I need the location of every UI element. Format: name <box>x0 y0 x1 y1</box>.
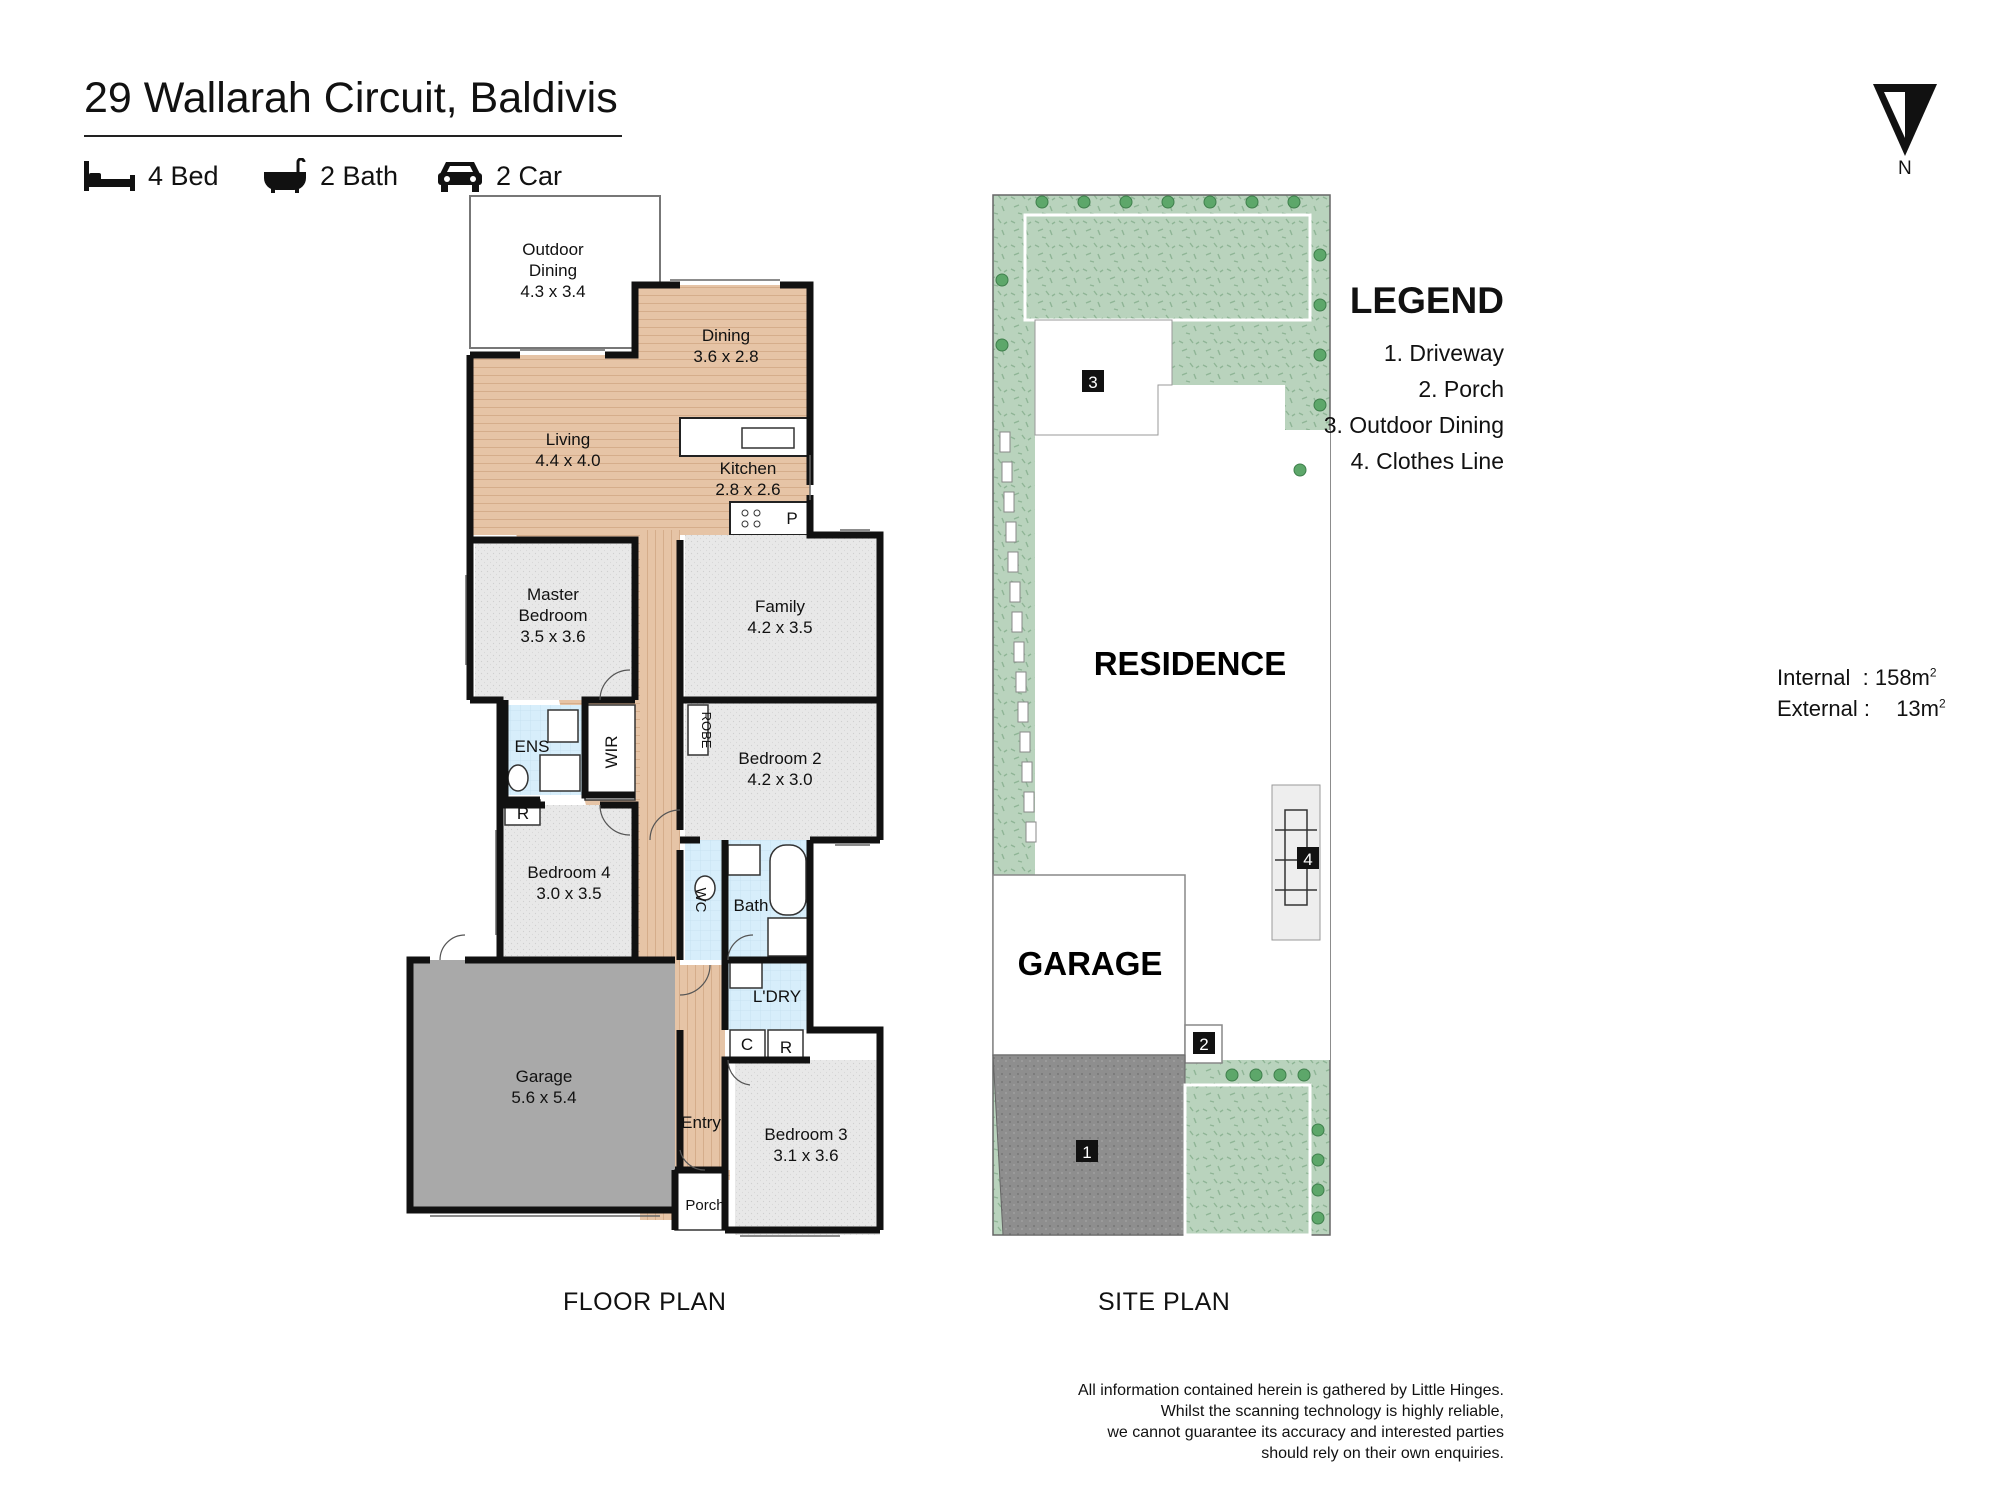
page-title: 29 Wallarah Circuit, Baldivis <box>84 74 618 122</box>
internal-area-value: 158m <box>1874 665 1930 690</box>
label-garage: Garage <box>516 1067 573 1086</box>
bed-icon <box>84 161 135 191</box>
label-outdoor-dining: Outdoor <box>522 240 584 259</box>
internal-area: Internal : 158m2 <box>1777 665 1937 691</box>
disclaimer-line-3: we cannot guarantee its accuracy and int… <box>1107 1424 1504 1441</box>
feature-car-label: 2 Car <box>496 160 563 191</box>
label-robe: ROBE <box>699 712 714 749</box>
label-bedroom3: Bedroom 3 <box>764 1125 847 1144</box>
feature-car: 2 Car <box>436 158 562 194</box>
label-pantry: P <box>786 509 797 528</box>
label-dining: Dining <box>702 326 750 345</box>
marker-4-label: 4 <box>1303 850 1312 869</box>
garage-label: GARAGE <box>1018 945 1163 982</box>
disclaimer-line-4: should rely on their own enquiries. <box>1261 1445 1504 1462</box>
car-icon <box>438 162 482 192</box>
north-label: N <box>1898 158 1912 179</box>
label-robe-r: R <box>517 804 529 823</box>
feature-bath: 2 Bath <box>262 158 398 194</box>
external-area-value: 13m <box>1896 696 1939 721</box>
marker-3-label: 3 <box>1088 373 1097 392</box>
title-divider <box>84 135 622 137</box>
label-bath: Bath <box>734 896 769 915</box>
label-wc: WC <box>692 888 709 913</box>
label-entry: Entry <box>681 1113 721 1132</box>
legend-item-porch: 2. Porch <box>1418 376 1504 402</box>
marker-3 <box>1082 370 1104 392</box>
disclaimer: All information contained herein is gath… <box>984 1380 1504 1464</box>
legend-item-outdoor-dining: 3. Outdoor Dining <box>1323 412 1504 438</box>
feature-bath-label: 2 Bath <box>320 160 399 191</box>
external-area-label: External : <box>1777 696 1870 721</box>
marker-4 <box>1297 847 1319 869</box>
label-dining-size: 3.6 x 2.8 <box>693 347 758 366</box>
legend-item-driveway: 1. Driveway <box>1383 340 1504 366</box>
label-master: Master <box>527 585 579 604</box>
disclaimer-line-2: Whilst the scanning technology is highly… <box>1160 1403 1504 1420</box>
marker-1 <box>1076 1140 1098 1162</box>
label-outdoor-dining-2: Dining <box>529 261 577 280</box>
external-area: External : 13m2 <box>1777 696 1946 722</box>
label-master-2: Bedroom <box>519 606 588 625</box>
label-kitchen: Kitchen <box>720 459 777 478</box>
label-outdoor-dining-size: 4.3 x 3.4 <box>520 282 585 301</box>
label-family: Family <box>755 597 806 616</box>
marker-2-label: 2 <box>1199 1035 1208 1054</box>
internal-area-label: Internal : <box>1777 665 1869 690</box>
legend-item-clothes-line: 4. Clothes Line <box>1350 448 1504 474</box>
label-bedroom2-size: 4.2 x 3.0 <box>747 770 812 789</box>
label-bedroom3-size: 3.1 x 3.6 <box>773 1146 838 1165</box>
label-kitchen-size: 2.8 x 2.6 <box>715 480 780 499</box>
feature-bed: 4 Bed <box>84 158 219 194</box>
label-porch: Porch <box>685 1197 724 1214</box>
site-plan-caption: SITE PLAN <box>1098 1288 1231 1316</box>
label-robe-r2: R <box>780 1038 792 1057</box>
disclaimer-line-1: All information contained herein is gath… <box>1077 1382 1504 1399</box>
north-arrow-icon <box>1873 84 1937 156</box>
marker-2 <box>1193 1032 1215 1054</box>
bathtub-icon <box>264 158 306 193</box>
label-laundry: L'DRY <box>753 987 801 1006</box>
label-bedroom4-size: 3.0 x 3.5 <box>536 884 601 903</box>
feature-bed-label: 4 Bed <box>148 160 219 191</box>
residence-label: RESIDENCE <box>1094 645 1287 682</box>
label-living-size: 4.4 x 4.0 <box>535 451 600 470</box>
external-area-unit: 2 <box>1938 696 1946 711</box>
marker-1-label: 1 <box>1082 1143 1091 1162</box>
label-ensuite: ENS <box>515 737 550 756</box>
label-family-size: 4.2 x 3.5 <box>747 618 812 637</box>
label-wir: WIR <box>602 735 621 768</box>
label-master-size: 3.5 x 3.6 <box>520 627 585 646</box>
label-cupboard: C <box>741 1035 753 1054</box>
label-living: Living <box>546 430 590 449</box>
label-bedroom4: Bedroom 4 <box>527 863 610 882</box>
legend-title: LEGEND <box>1349 280 1504 321</box>
floor-plan-caption: FLOOR PLAN <box>563 1288 727 1316</box>
site-markers: 3 4 2 1 <box>1076 370 1319 1162</box>
room-labels: Outdoor Dining 4.3 x 3.4 Dining 3.6 x 2.… <box>511 240 847 1214</box>
label-bedroom2: Bedroom 2 <box>738 749 821 768</box>
label-garage-size: 5.6 x 5.4 <box>511 1088 576 1107</box>
internal-area-unit: 2 <box>1929 665 1937 680</box>
